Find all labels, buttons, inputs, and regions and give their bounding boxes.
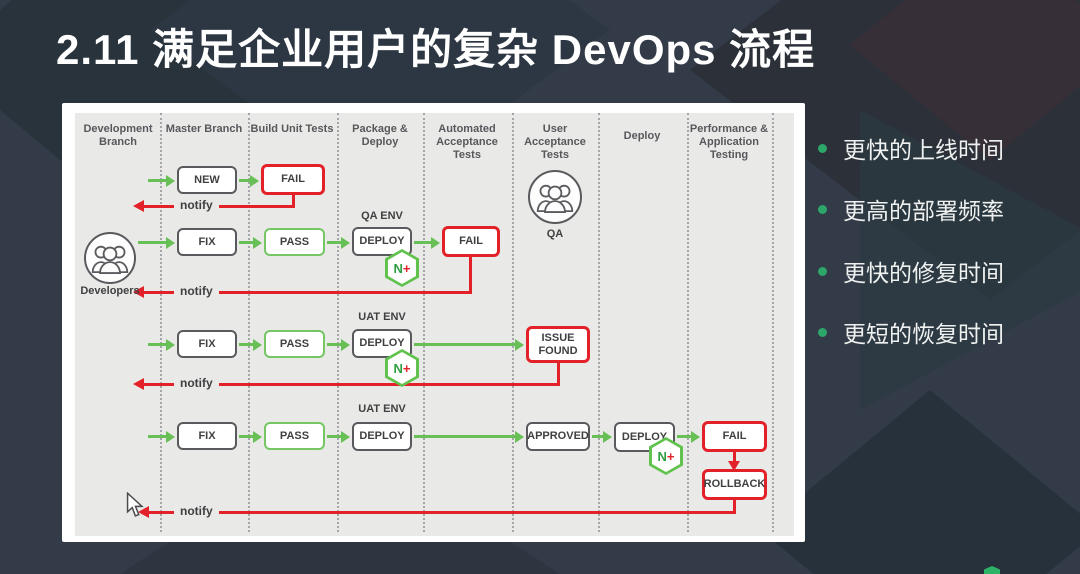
qa-team-icon: [528, 170, 582, 224]
bullet-dot-icon: [818, 327, 827, 337]
nginx-plus-icon: N+: [385, 349, 419, 387]
rollback-line: [733, 452, 736, 463]
node-pass: PASS: [264, 228, 325, 256]
background-shape: [760, 390, 1080, 574]
node-pass: PASS: [264, 330, 325, 358]
mouse-cursor-icon: [126, 492, 144, 517]
node-deploy: DEPLOY: [352, 422, 412, 451]
column-header-build-unit-tests: Build Unit Tests: [250, 123, 334, 135]
column-divider: [248, 113, 250, 532]
notify-arrowhead: [133, 200, 144, 212]
notify-line: [143, 291, 472, 294]
bullet-dot-icon: [818, 204, 827, 214]
node-fail: FAIL: [442, 226, 500, 257]
uat-env-label: UAT ENV: [358, 311, 406, 323]
flow-arrow: [239, 174, 259, 187]
flow-arrow: [414, 338, 524, 351]
flow-arrow: [148, 338, 175, 351]
notify-label: notify: [174, 377, 219, 390]
uat-env-label: UAT ENV: [358, 403, 406, 415]
nginx-logo-partial: [984, 566, 1000, 574]
column-divider: [423, 113, 425, 532]
benefit-text: 更高的部署频率: [843, 199, 1004, 224]
node-fix: FIX: [177, 422, 237, 450]
column-divider: [687, 113, 689, 532]
column-divider: [337, 113, 339, 532]
column-divider: [598, 113, 600, 532]
flow-arrow: [239, 338, 262, 351]
notify-arrowhead: [133, 378, 144, 390]
node-rollback: ROLLBACK: [702, 469, 767, 500]
node-fail: FAIL: [261, 164, 325, 195]
developers-icon: [84, 232, 136, 284]
bullet-dot-icon: [818, 266, 827, 276]
nginx-plus-icon: N+: [649, 437, 683, 475]
people-group-icon: [91, 245, 129, 274]
benefit-item: 更短的恢复时间: [818, 317, 1004, 347]
notify-arrowhead: [138, 506, 149, 518]
flow-arrow: [239, 430, 262, 443]
flow-arrow: [327, 430, 350, 443]
slide-title: 2.11 满足企业用户的复杂 DevOps 流程: [56, 26, 816, 73]
people-group-icon: [536, 184, 574, 213]
column-header-package-deploy: Package & Deploy: [352, 123, 408, 148]
qa-env-label: QA ENV: [361, 210, 403, 222]
bullet-dot-icon: [818, 143, 827, 153]
notify-line: [143, 205, 295, 208]
flow-arrow: [414, 430, 524, 443]
node-deploy: DEPLOY: [352, 329, 412, 358]
flow-arrow: [148, 430, 175, 443]
column-header-user-acceptance-tests: User Acceptance Tests: [524, 123, 586, 161]
benefit-text: 更短的恢复时间: [843, 322, 1004, 347]
benefit-text: 更快的修复时间: [843, 261, 1004, 286]
benefit-item: 更高的部署频率: [818, 194, 1004, 224]
node-pass: PASS: [264, 422, 325, 450]
node-issue-found: ISSUE FOUND: [526, 326, 590, 363]
column-divider: [160, 113, 162, 532]
node-approved: APPROVED: [526, 422, 590, 451]
column-divider: [772, 113, 774, 532]
flow-arrow: [327, 338, 350, 351]
node-fix: FIX: [177, 228, 237, 256]
flow-arrow: [239, 236, 262, 249]
column-header-development-branch: Development Branch: [83, 123, 153, 148]
node-fail: FAIL: [702, 421, 767, 452]
benefit-item: 更快的上线时间: [818, 133, 1004, 163]
notify-label: notify: [174, 505, 219, 518]
notify-line: [557, 363, 560, 386]
notify-label: notify: [174, 199, 219, 212]
flow-arrow: [677, 430, 700, 443]
devops-flow-diagram: Development Branch Master Branch Build U…: [62, 103, 805, 542]
node-fix: FIX: [177, 330, 237, 358]
flow-arrow: [148, 174, 175, 187]
benefit-text: 更快的上线时间: [843, 138, 1004, 163]
column-header-performance-application-testing: Performance & Application Testing: [689, 123, 769, 161]
developers-label: Developers: [80, 285, 140, 297]
notify-line: [148, 511, 736, 514]
flow-arrow: [327, 236, 350, 249]
notify-line: [469, 257, 472, 294]
notify-line: [292, 195, 295, 208]
node-new: NEW: [177, 166, 237, 194]
column-header-deploy: Deploy: [623, 130, 661, 142]
flow-arrow: [592, 430, 612, 443]
notify-line: [733, 500, 736, 514]
rollback-arrowhead: [728, 461, 740, 471]
notify-line: [143, 383, 560, 386]
flow-arrow: [414, 236, 440, 249]
notify-label: notify: [174, 285, 219, 298]
column-divider: [512, 113, 514, 532]
qa-label: QA: [546, 228, 564, 240]
column-header-master-branch: Master Branch: [165, 123, 243, 135]
flow-arrow: [138, 236, 175, 249]
benefit-item: 更快的修复时间: [818, 256, 1004, 286]
column-header-automated-acceptance-tests: Automated Acceptance Tests: [436, 123, 498, 161]
notify-arrowhead: [133, 286, 144, 298]
